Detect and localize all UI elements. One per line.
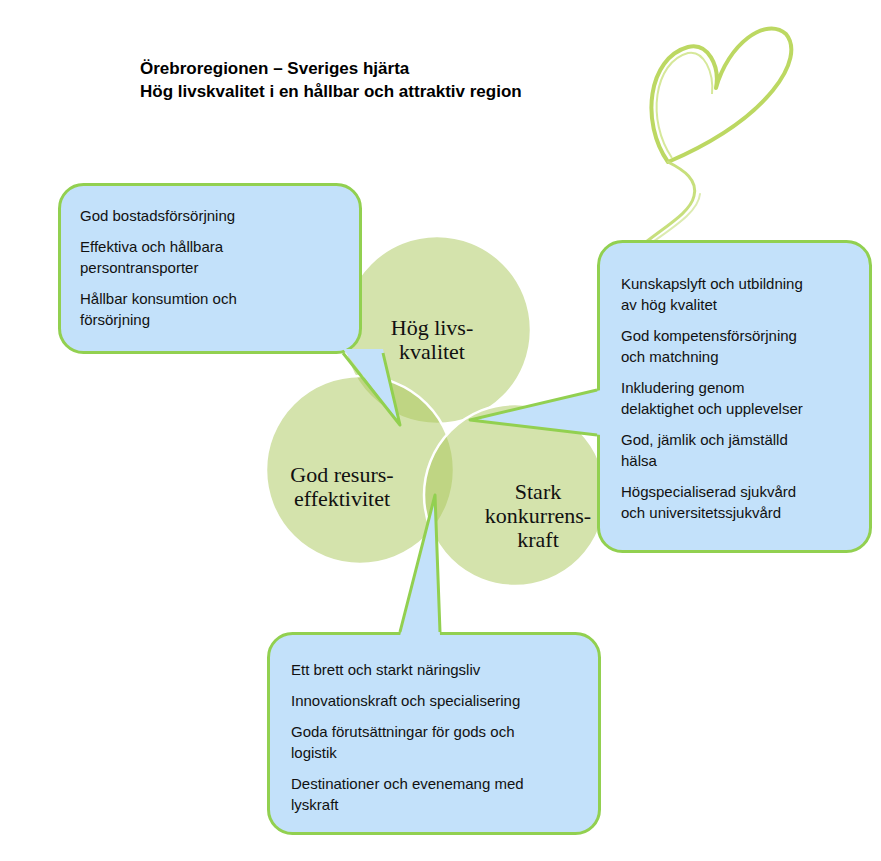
- callout-tail-outline: [470, 390, 597, 435]
- heart-outline: [651, 28, 791, 162]
- subtitle: Hög livskvalitet i en hållbar och attrak…: [140, 82, 522, 102]
- callout-item: Hållbar konsumtion och försörjning: [80, 288, 285, 330]
- circle-label-wrap: Stark konkurrens- kraft: [476, 480, 601, 551]
- callout-body: [60, 185, 361, 353]
- callout-tail-outline: [400, 495, 440, 632]
- callout-item: God kompetensförsörjning och matchning: [621, 325, 821, 367]
- circle-label: God resurs- effektivitet: [277, 463, 407, 511]
- callout-item: Innovationskraft och specialisering: [291, 690, 556, 711]
- circle-label: Hög livs- kvalitet: [380, 316, 485, 364]
- callout-item: Högspecialiserad sjukvård och universite…: [621, 481, 821, 523]
- heart-inner-stroke: [657, 53, 713, 158]
- title: Örebroregionen – Sveriges hjärta: [140, 59, 409, 79]
- callout-item: God bostadsförsörjning: [80, 205, 285, 226]
- callout-tail-fill: [470, 390, 601, 435]
- heart-stem: [636, 162, 695, 250]
- callout-item: Goda förutsättningar för gods och logist…: [291, 721, 556, 763]
- circle-label: Stark konkurrens- kraft: [476, 480, 601, 551]
- callout-box: Ett brett och starkt näringslivInnovatio…: [267, 632, 601, 835]
- callout-tail-outline: [343, 353, 400, 425]
- circle-label-wrap: Hög livs- kvalitet: [380, 316, 485, 364]
- callout-body: [599, 242, 871, 552]
- callout-tail-fill: [343, 349, 400, 425]
- callout-box: Kunskapslyft och utbildning av hög kvali…: [597, 240, 872, 553]
- callout-item: God, jämlik och jämställd hälsa: [621, 429, 821, 471]
- callout-box: God bostadsförsörjningEffektiva och håll…: [58, 183, 362, 354]
- callout-item: Effektiva och hållbara persontransporter: [80, 236, 285, 278]
- callout-item: Destinationer och evenemang med lyskraft: [291, 773, 556, 815]
- callout-item: Ett brett och starkt näringsliv: [291, 659, 556, 680]
- callout-item: Inkludering genom delaktighet och upplev…: [621, 377, 821, 419]
- callout-item: Kunskapslyft och utbildning av hög kvali…: [621, 273, 821, 315]
- callout-body: [269, 634, 600, 834]
- circle-label-wrap: God resurs- effektivitet: [277, 463, 407, 511]
- callout-tail-fill: [400, 495, 440, 636]
